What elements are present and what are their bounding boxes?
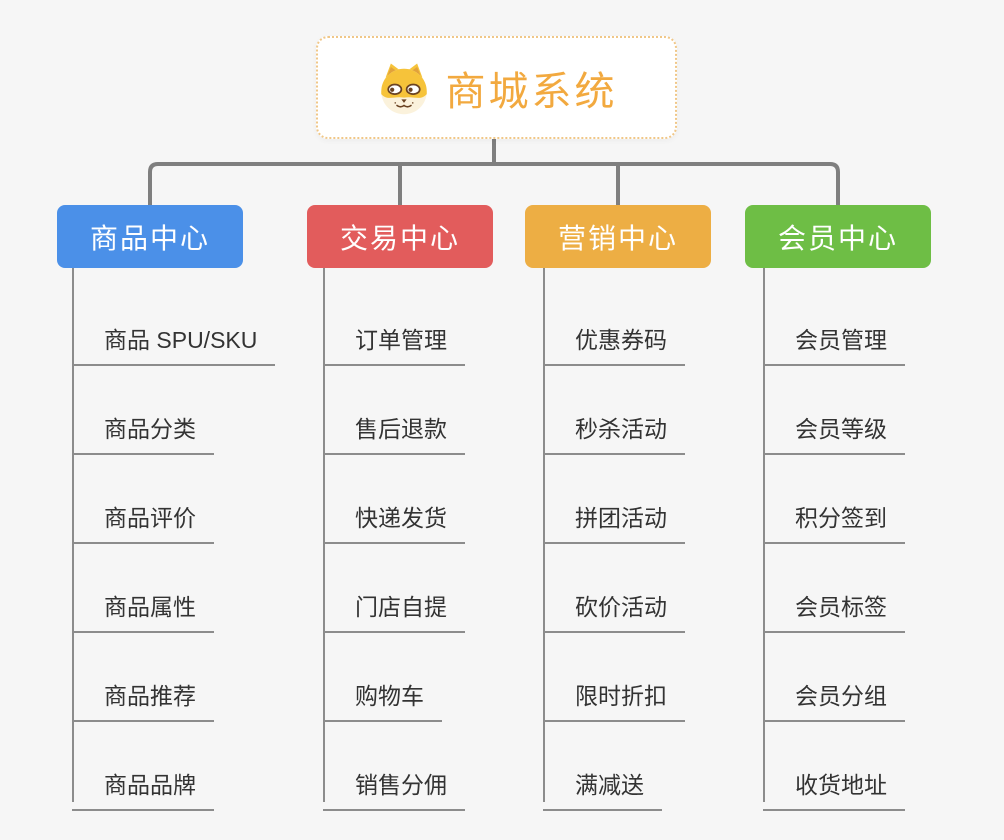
- child-node[interactable]: 商品品牌: [72, 752, 214, 811]
- child-label: 拼团活动: [575, 505, 667, 531]
- child-node[interactable]: 秒杀活动: [543, 396, 685, 455]
- child-node[interactable]: 销售分佣: [323, 752, 465, 811]
- branch-label: 营销中心: [557, 222, 678, 254]
- child-label: 商品 SPU/SKU: [104, 327, 258, 353]
- child-node[interactable]: 满减送: [543, 752, 662, 811]
- child-label: 门店自提: [355, 594, 447, 620]
- child-label: 积分签到: [795, 505, 887, 531]
- child-node[interactable]: 收货地址: [763, 752, 905, 811]
- child-label: 限时折扣: [575, 683, 667, 709]
- child-node[interactable]: 会员管理: [763, 307, 905, 366]
- branch-node[interactable]: 交易中心: [307, 205, 493, 268]
- branch-node[interactable]: 会员中心: [745, 205, 931, 268]
- child-node[interactable]: 会员等级: [763, 396, 905, 455]
- branch-spine: [72, 268, 74, 802]
- child-node[interactable]: 会员标签: [763, 574, 905, 633]
- child-label: 会员标签: [795, 594, 887, 620]
- child-label: 会员等级: [795, 416, 887, 442]
- child-label: 会员分组: [795, 683, 887, 709]
- child-label: 商品属性: [104, 594, 196, 620]
- branch-label: 交易中心: [339, 222, 460, 254]
- branch-spine: [543, 268, 545, 802]
- child-node[interactable]: 优惠券码: [543, 307, 685, 366]
- branch-spine: [323, 268, 325, 802]
- child-label: 收货地址: [795, 772, 887, 798]
- child-node[interactable]: 售后退款: [323, 396, 465, 455]
- child-node[interactable]: 会员分组: [763, 663, 905, 722]
- child-label: 购物车: [355, 683, 424, 709]
- child-node[interactable]: 门店自提: [323, 574, 465, 633]
- child-label: 秒杀活动: [575, 416, 667, 442]
- child-node[interactable]: 商品属性: [72, 574, 214, 633]
- child-label: 销售分佣: [355, 772, 447, 798]
- root-title: 商城系统: [445, 69, 618, 114]
- dog-face-icon: [376, 60, 432, 116]
- branch-spine: [763, 268, 765, 802]
- child-node[interactable]: 购物车: [323, 663, 442, 722]
- branch-label: 会员中心: [777, 222, 898, 254]
- child-label: 满减送: [575, 772, 644, 798]
- child-node[interactable]: 快递发货: [323, 485, 465, 544]
- child-node[interactable]: 商品推荐: [72, 663, 214, 722]
- child-label: 商品品牌: [104, 772, 196, 798]
- child-label: 商品分类: [104, 416, 196, 442]
- root-node[interactable]: 商城系统: [316, 36, 677, 139]
- child-node[interactable]: 拼团活动: [543, 485, 685, 544]
- child-label: 商品评价: [104, 505, 196, 531]
- child-node[interactable]: 订单管理: [323, 307, 465, 366]
- branch-node[interactable]: 商品中心: [57, 205, 243, 268]
- child-node[interactable]: 商品分类: [72, 396, 214, 455]
- child-label: 售后退款: [355, 416, 447, 442]
- child-node[interactable]: 商品 SPU/SKU: [72, 307, 276, 366]
- branch-label: 商品中心: [89, 222, 210, 254]
- child-node[interactable]: 砍价活动: [543, 574, 685, 633]
- child-label: 商品推荐: [104, 683, 196, 709]
- child-label: 优惠券码: [575, 327, 667, 353]
- child-node[interactable]: 积分签到: [763, 485, 905, 544]
- branch-node[interactable]: 营销中心: [525, 205, 711, 268]
- child-label: 砍价活动: [575, 594, 667, 620]
- child-node[interactable]: 商品评价: [72, 485, 214, 544]
- child-node[interactable]: 限时折扣: [543, 663, 685, 722]
- child-label: 会员管理: [795, 327, 887, 353]
- child-label: 快递发货: [355, 505, 447, 531]
- child-label: 订单管理: [355, 327, 447, 353]
